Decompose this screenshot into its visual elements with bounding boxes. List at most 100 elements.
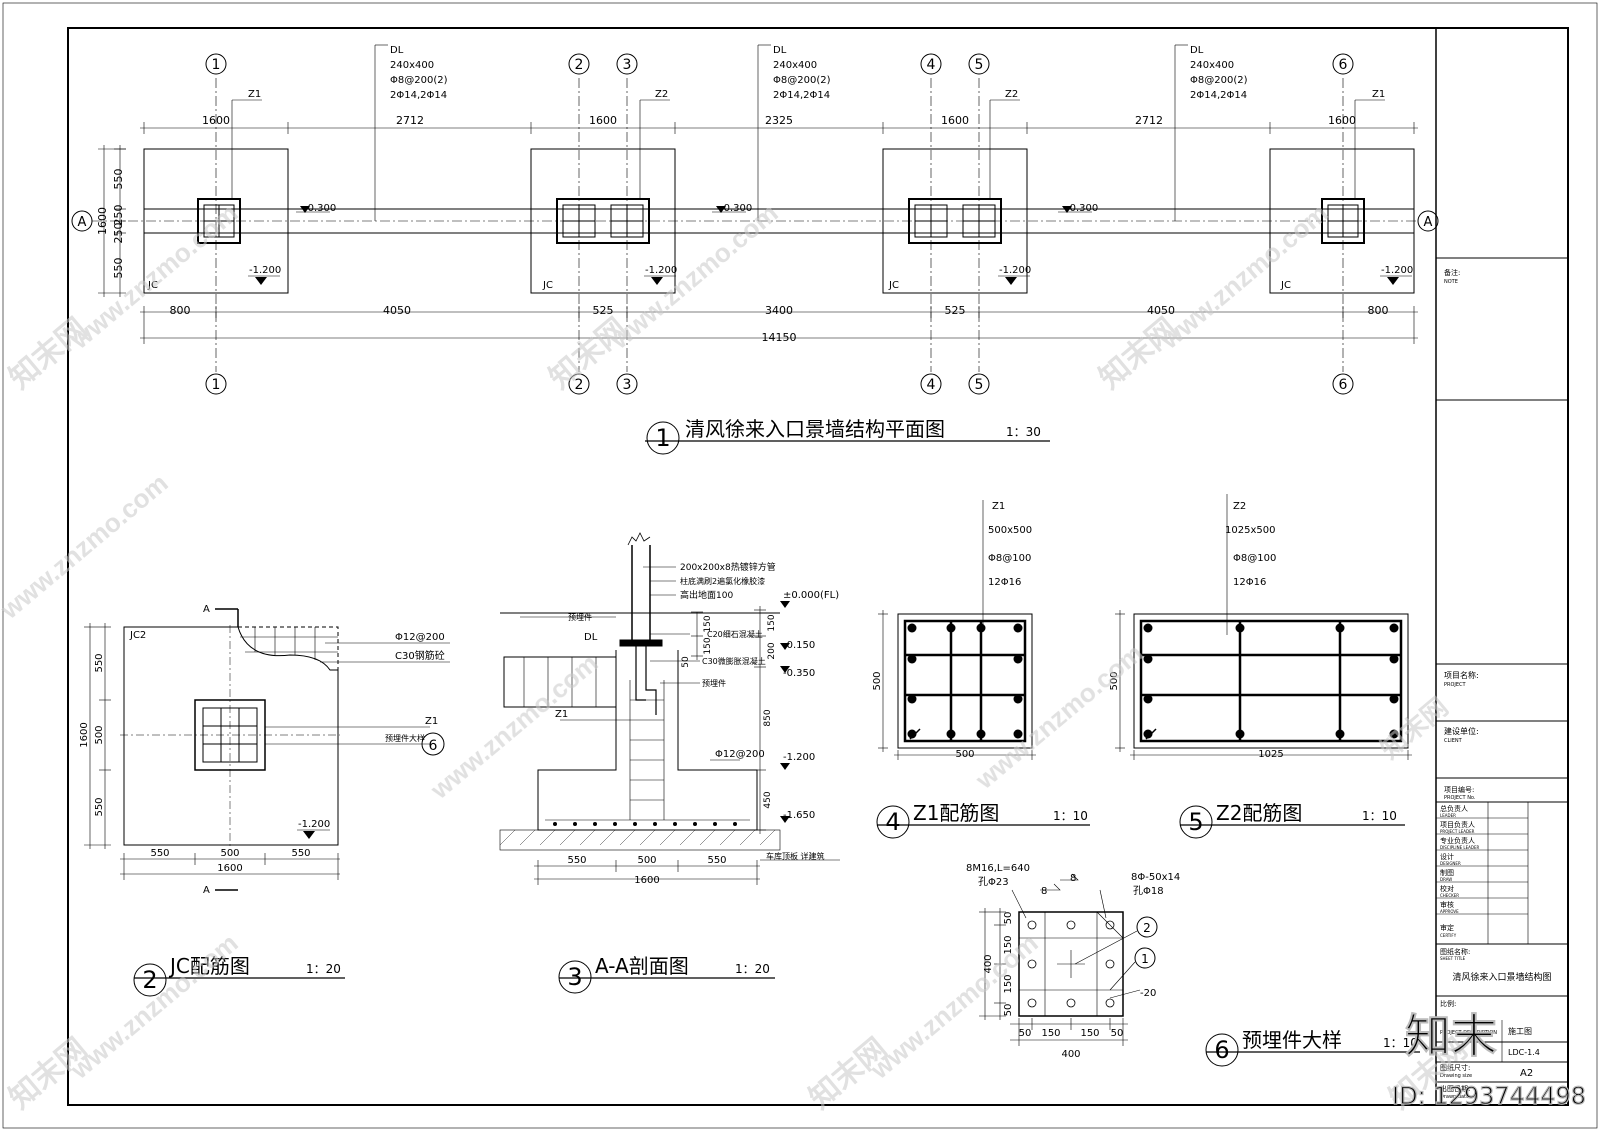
tb-role-1-en: LEADER: [1440, 813, 1456, 818]
aa-ldim-3: 50: [681, 656, 691, 668]
embed-dim-total: 400: [1061, 1049, 1080, 1060]
grid-label-2-top: 2: [575, 57, 584, 73]
top-dim-3: 1600: [589, 114, 617, 127]
embed-dim-h-2: 150: [1041, 1028, 1060, 1039]
left-dim-4: 550: [112, 258, 125, 279]
embed-scale: 1：10: [1383, 1036, 1418, 1050]
aa-embed-note-2: 预埋件: [702, 678, 726, 688]
title-block: [1435, 28, 1568, 1105]
footing-3: [882, 148, 1028, 294]
bottom-dim-6: 4050: [1147, 304, 1175, 317]
elev-beam-3: -0.300: [1066, 203, 1098, 214]
jc-title: JC配筋图: [168, 954, 250, 978]
beam-note-2: DL 240x400 Φ8@200(2) 2Φ14,2Φ14: [773, 45, 831, 101]
beam-bars: 2Φ14,2Φ14: [390, 90, 447, 101]
aa-elev-3: -0.350: [783, 668, 815, 679]
tb-scale-label: 比例:: [1440, 999, 1456, 1008]
tb-role-2-en: PROJECT LEADER: [1440, 829, 1475, 834]
embed-dim-v-3: 150: [1003, 974, 1014, 993]
footing-tag-2: JC: [542, 280, 553, 291]
z2-tag: Z2: [1233, 501, 1246, 512]
watermark-site: www.znzmo.com: [64, 928, 244, 1086]
beam-size: 240x400: [390, 60, 434, 71]
bottom-dim-7: 800: [1368, 304, 1389, 317]
tb-note-label: 备注:: [1444, 268, 1460, 277]
z1-detail: [878, 500, 1036, 760]
jc-section-mark-bottom: A: [203, 885, 210, 896]
grid-label-5-top: 5: [975, 57, 984, 73]
embed-weld-a: 8: [1041, 886, 1047, 897]
beam-size: 240x400: [1190, 60, 1234, 71]
column-tag-2: Z2: [655, 89, 668, 100]
embed-plate-hole: 孔Φ18: [1133, 885, 1164, 897]
grid-label-1-top: 1: [212, 57, 221, 73]
title-block-text: 备注: NOTE 项目名称: PROJECT 建设单位: CLIENT 项目编号…: [1440, 268, 1552, 1100]
embed-dim-h-1: 50: [1019, 1028, 1032, 1039]
beam-bars: 2Φ14,2Φ14: [1190, 90, 1247, 101]
aa-col-tag: Z1: [555, 709, 568, 720]
embed-plate-note: 8Φ-50x14: [1131, 872, 1180, 883]
aa-rebar: Φ12@200: [715, 749, 765, 760]
z2-stirrup: Φ8@100: [1233, 553, 1276, 564]
embed-dim-v-2: 150: [1003, 935, 1014, 954]
aa-rdim-4: 450: [763, 791, 773, 808]
z1-tag: Z1: [992, 501, 1005, 512]
aa-elev-1: ±0.000(FL): [783, 590, 839, 601]
elev-footing-1: -1.200: [249, 265, 281, 276]
footing-tag-1: JC: [147, 280, 158, 291]
beam-stirrup: Φ8@200(2): [773, 75, 831, 86]
jc-dim-h-1: 550: [150, 848, 169, 859]
tb-sheet-title: 清风徐来入口景墙结构图: [1452, 971, 1551, 983]
jc-concrete: C30钢筋砼: [395, 649, 445, 662]
jc-scale: 1：20: [306, 962, 341, 976]
aa-rdim-2: 200: [767, 642, 777, 659]
aa-rdim-3: 850: [763, 709, 773, 726]
embed-dim-v-1: 50: [1003, 912, 1014, 925]
jc-section-mark-top: A: [203, 604, 210, 615]
bottom-dim-5: 525: [945, 304, 966, 317]
aa-scale: 1：20: [735, 962, 770, 976]
aa-dim-h-2: 500: [637, 855, 656, 866]
tb-date-label-en: Drawn date: [1440, 1094, 1469, 1100]
z2-detail: [1115, 494, 1412, 760]
inner-border: [67, 27, 1569, 1106]
top-dim-1: 1600: [202, 114, 230, 127]
watermark-brand: 知末网: [1375, 691, 1454, 764]
tb-client-label-en: CLIENT: [1444, 738, 1463, 744]
jc-embed-note: 预埋件大样: [385, 733, 425, 743]
left-total-dim: 1600: [96, 207, 109, 235]
z2-text: Z2 1025x500 Φ8@100 12Φ16 1025 500 5 Z2配筋…: [1109, 501, 1405, 839]
tb-role-2: 项目负责人: [1440, 820, 1475, 829]
embed-dim-v-4: 50: [1003, 1004, 1014, 1017]
embed-dim-h-3: 150: [1080, 1028, 1099, 1039]
z1-title: Z1配筋图: [913, 801, 999, 825]
embed-callout-1: 1: [1141, 952, 1149, 966]
aa-elev-4: -1.200: [783, 752, 815, 763]
tb-project-no-label-en: PROJECT No.: [1444, 795, 1476, 801]
footing-1: [143, 148, 289, 294]
column-tag-1: Z1: [248, 89, 261, 100]
tb-size-label: 图纸尺寸:: [1440, 1063, 1470, 1072]
row-label-right: A: [1424, 215, 1433, 230]
tb-role-5-en: DRAW: [1440, 877, 1452, 882]
beam-size: 240x400: [773, 60, 817, 71]
aa-grout-note: 柱底满刷2遍氯化橡胶漆: [680, 576, 765, 586]
aa-c30-note: C30微膨胀混凝土: [702, 656, 766, 666]
z1-text: Z1 500x500 Φ8@100 12Φ16 500 500 4 Z1配筋图 …: [872, 501, 1090, 839]
z1-dim-h: 500: [872, 671, 883, 690]
embed-title: 预埋件大样: [1242, 1028, 1342, 1052]
tb-sheet-title-label-en: SHEET TITLE: [1440, 956, 1466, 961]
bottom-dim-3: 525: [593, 304, 614, 317]
embed-thickness: -20: [1140, 988, 1156, 999]
column-tag-4: Z1: [1372, 89, 1385, 100]
aa-elev-5: -1.650: [783, 810, 815, 821]
tb-role-7: 审核: [1440, 900, 1454, 909]
embed-text: 8M16,L=640 孔Φ23 8 8 8Φ-50x14 孔Φ18 2 1 -2…: [966, 863, 1420, 1067]
tb-date-label: 出图日期:: [1440, 1084, 1470, 1093]
jc-dim-v-3: 550: [94, 797, 105, 816]
grid-label-4-top: 4: [927, 57, 936, 73]
watermark-site: www.znzmo.com: [0, 468, 174, 626]
grid-label-6-top: 6: [1339, 57, 1348, 73]
